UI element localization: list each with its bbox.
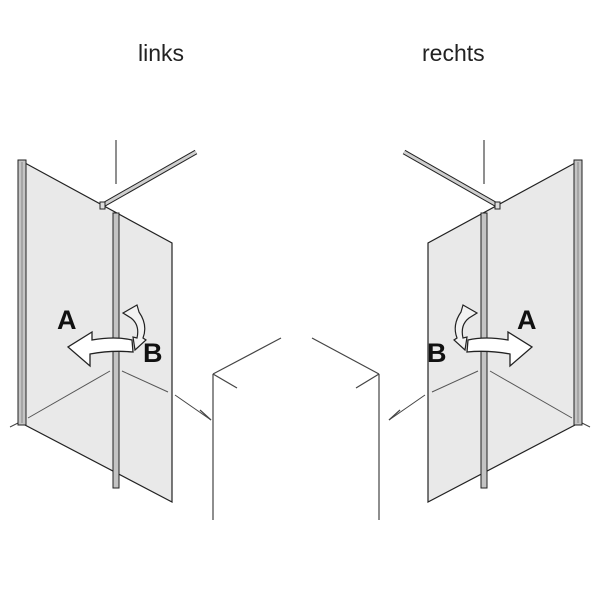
wall-block [199, 337, 401, 520]
left-letter-a: A [57, 305, 77, 335]
left-label: links [138, 40, 185, 66]
right-label: rechts [422, 40, 485, 66]
left-shower-panel [10, 140, 211, 502]
right-letter-a: A [517, 305, 537, 335]
left-letter-b: B [143, 338, 163, 368]
right-shower-panel [389, 140, 590, 502]
right-letter-b: B [427, 338, 447, 368]
